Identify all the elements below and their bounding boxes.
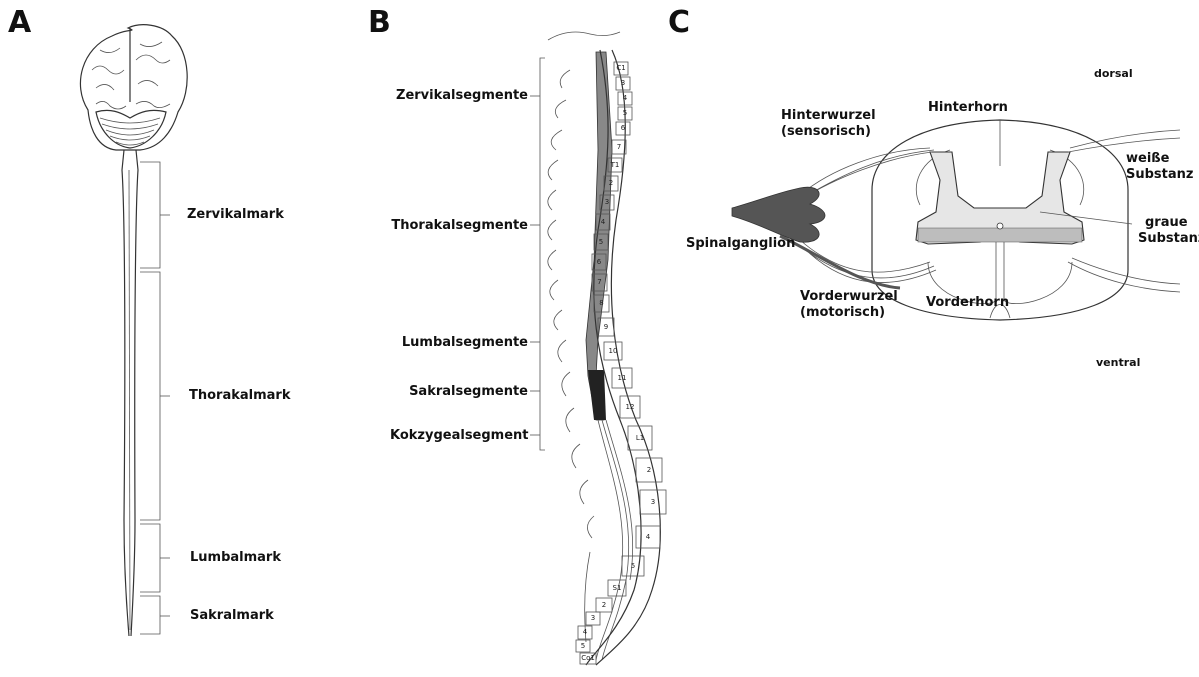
label-dorsal: dorsal bbox=[1094, 66, 1133, 82]
label-vorderwurzel: Vorderwurzel bbox=[800, 289, 898, 305]
label-weisse: weiße bbox=[1126, 151, 1169, 167]
label-vorderhorn: Vorderhorn bbox=[926, 295, 1009, 311]
label-spinalganglion: Spinalganglion bbox=[686, 236, 795, 252]
label-ventral: ventral bbox=[1096, 355, 1140, 371]
label-weisse-substanz: Substanz bbox=[1126, 167, 1193, 183]
label-graue: graue bbox=[1145, 215, 1188, 231]
label-hinterhorn: Hinterhorn bbox=[928, 100, 1008, 116]
label-hinterwurzel: Hinterwurzel bbox=[781, 108, 876, 124]
label-graue-substanz: Substanz bbox=[1138, 231, 1199, 247]
label-hinterwurzel-sensorisch: (sensorisch) bbox=[781, 124, 871, 140]
label-vorderwurzel-motorisch: (motorisch) bbox=[800, 305, 885, 321]
